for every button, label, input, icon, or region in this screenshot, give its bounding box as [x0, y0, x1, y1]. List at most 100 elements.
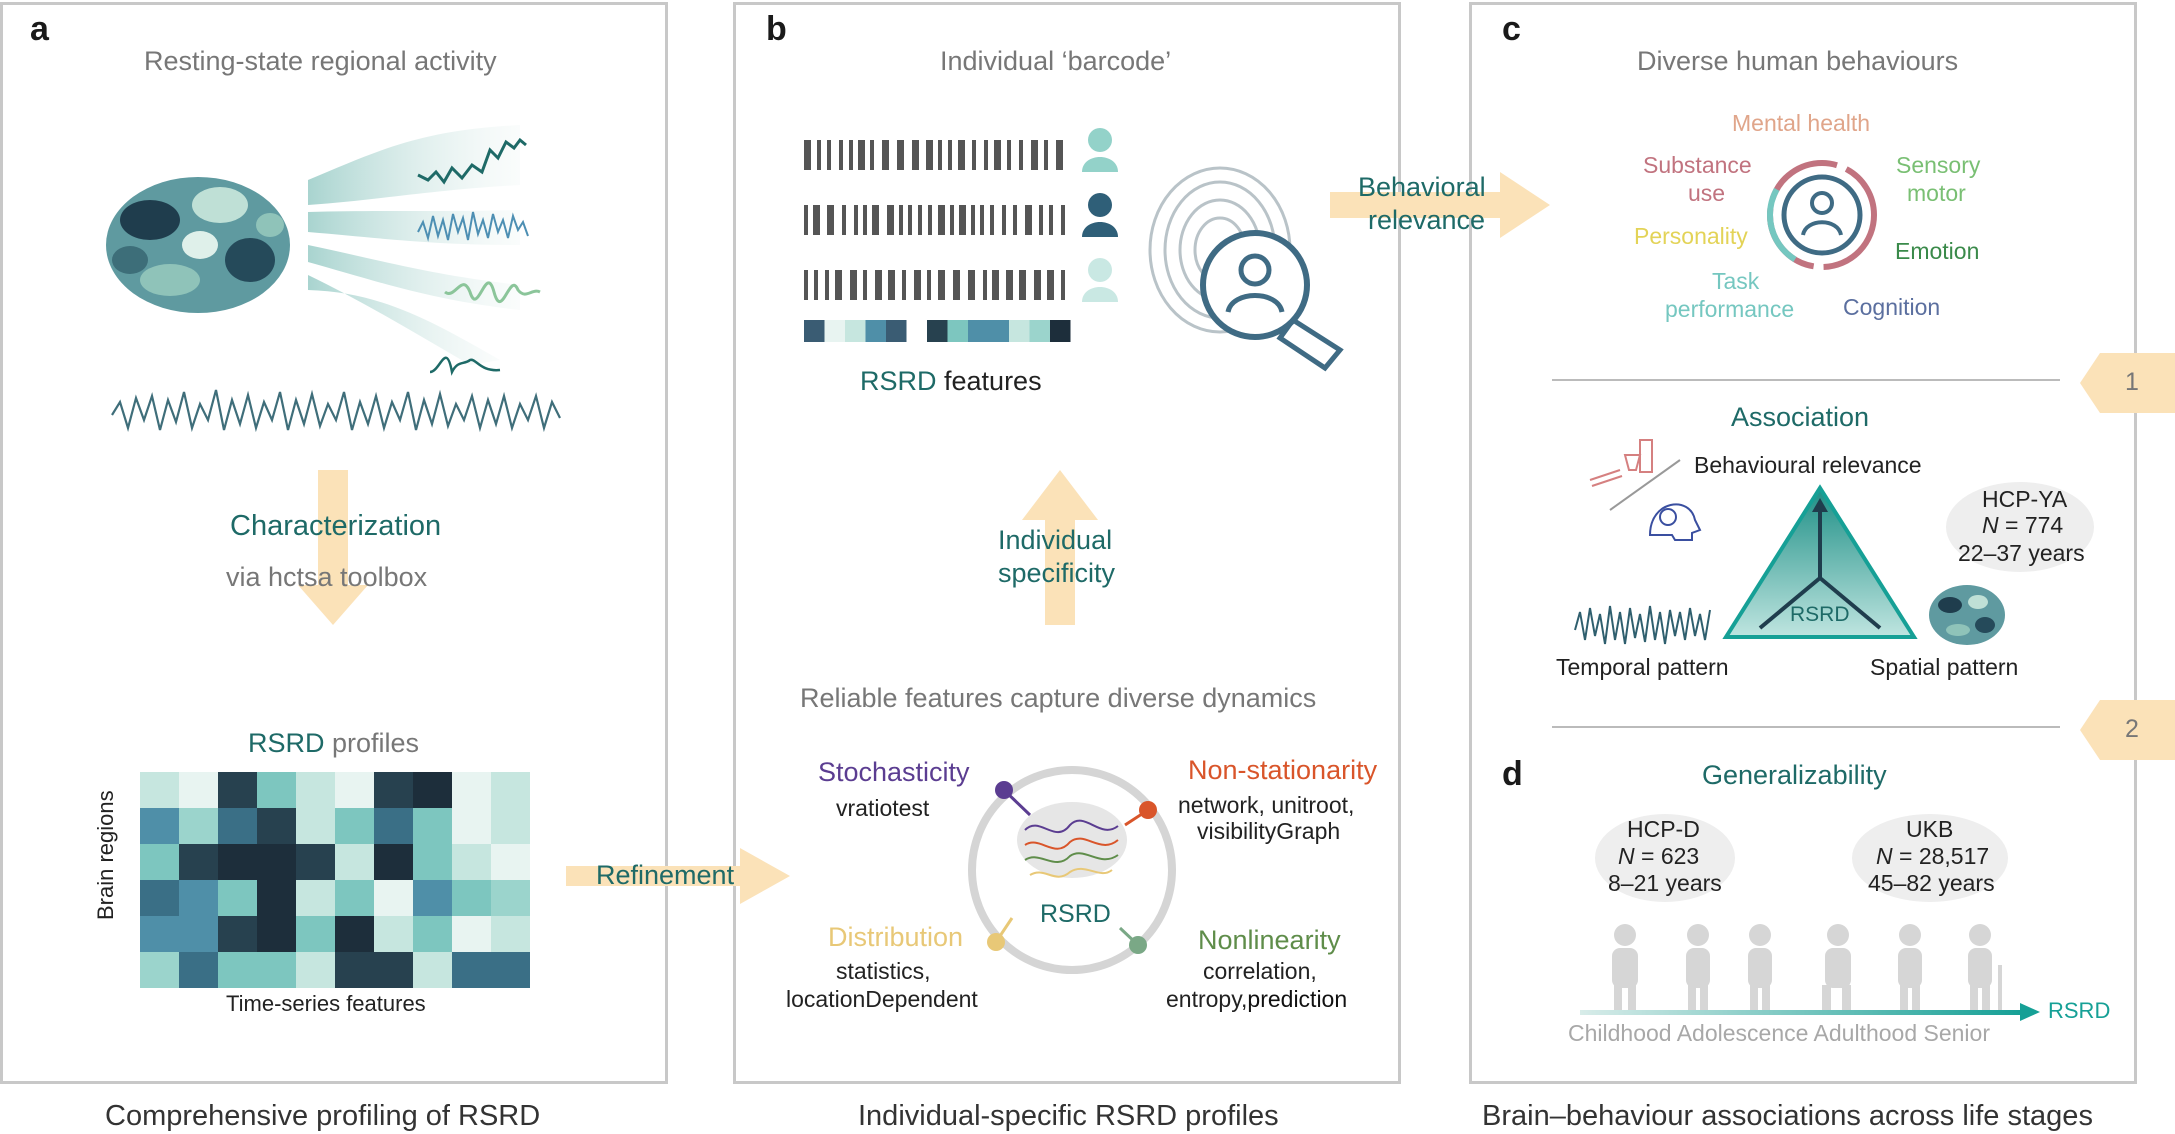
heatmap-cell	[179, 952, 218, 988]
barcode-bar	[1056, 140, 1063, 170]
barcode-bar	[804, 205, 808, 235]
association-title: Association	[1731, 402, 1870, 432]
hcpd-n: N = 623	[1618, 843, 1699, 870]
heatmap-cell	[179, 880, 218, 916]
feature-strip-cell	[968, 320, 989, 342]
barcode-bar	[872, 205, 879, 235]
task-line2: performance	[1665, 296, 1795, 322]
heatmap-cell	[218, 952, 257, 988]
heatmap-cell	[452, 916, 491, 952]
distribution-sub2: locationDependent	[786, 986, 978, 1012]
nonstationarity-sub1: network, unitroot,	[1178, 792, 1355, 818]
temporal-pattern-trace	[1574, 605, 1711, 645]
hcpya-n: N = 774	[1982, 512, 2063, 539]
characterization-label: Characterization	[230, 510, 442, 542]
barcode-bar	[912, 140, 919, 170]
heatmap-cell	[218, 772, 257, 808]
barcode-bar	[825, 270, 829, 300]
barcode-bar	[971, 205, 975, 235]
step-2-label: 2	[2125, 715, 2139, 743]
emotion-label: Emotion	[1895, 238, 1980, 264]
barcode-bar	[1025, 205, 1032, 235]
feature-strip-cell	[1009, 320, 1030, 342]
heatmap-cell	[374, 952, 413, 988]
hcpd-name: HCP-D	[1627, 816, 1700, 842]
signal-trace-3	[444, 281, 541, 303]
panel-b-label: b	[766, 10, 787, 48]
heatmap-cell	[374, 844, 413, 880]
rsrd-profiles-title: RSRD profiles	[248, 728, 419, 759]
barcode-bar	[927, 270, 931, 300]
life-arrow-rsrd-label: RSRD	[2048, 998, 2111, 1023]
barcode-bar	[958, 140, 965, 170]
heatmap-cell	[452, 880, 491, 916]
panel-b-caption: Individual-specific RSRD profiles	[858, 1100, 1279, 1132]
barcode-bar	[882, 140, 889, 170]
barcode-bar	[1002, 205, 1006, 235]
heatmap-cell	[335, 880, 374, 916]
heatmap-cell	[257, 880, 296, 916]
substance-line2: use	[1688, 180, 1726, 206]
hctsa-label: via hctsa toolbox	[226, 562, 428, 592]
barcode-bar	[863, 205, 867, 235]
barcode-bar	[814, 270, 818, 300]
ukb-n: N = 28,517	[1876, 843, 1989, 870]
down-arrow-a	[298, 470, 368, 625]
panel-c-caption: Brain–behaviour associations across life…	[1482, 1100, 2093, 1132]
barcode-bar	[835, 270, 842, 300]
hcpya-age: 22–37 years	[1958, 540, 2085, 566]
barcode-bar	[875, 270, 882, 300]
panel-a-title: Resting-state regional activity	[144, 46, 497, 76]
heatmap-cell	[257, 808, 296, 844]
barcode-bar	[1031, 140, 1038, 170]
substance-line1: Substance	[1643, 152, 1752, 178]
heatmap-cell	[296, 808, 335, 844]
barcode-bar	[980, 205, 984, 235]
heatmap-cell	[179, 844, 218, 880]
panel-d-label: d	[1502, 755, 1523, 793]
feature-strip-cell	[947, 320, 968, 342]
feature-strip-cell	[906, 320, 927, 342]
refinement-arrow	[566, 848, 790, 904]
behavioral-relevance-line1: Behavioral	[1358, 172, 1486, 202]
nonlinearity-label: Nonlinearity	[1198, 925, 1341, 955]
magnifier-icon	[1200, 230, 1344, 372]
task-line1: Task	[1712, 268, 1760, 294]
feature-strip-cell	[824, 320, 845, 342]
heatmap-cell	[452, 808, 491, 844]
heatmap-cell	[335, 844, 374, 880]
life-stage-figures	[1612, 924, 2002, 1011]
brain-signal-trace	[111, 389, 561, 433]
panel-a-label: a	[30, 10, 49, 48]
heatmap-cell	[218, 880, 257, 916]
barcode-bar	[902, 270, 906, 300]
barcode-bar	[899, 205, 903, 235]
heatmap-cell	[179, 916, 218, 952]
heatmap-cell	[296, 880, 335, 916]
barcode-bar	[870, 140, 874, 170]
stochasticity-label: Stochasticity	[818, 757, 970, 787]
ukb-bubble	[1852, 814, 2008, 902]
barcode-bar	[990, 205, 994, 235]
barcode-bar	[887, 205, 894, 235]
barcode-bar	[953, 270, 960, 300]
heatmap-cell	[491, 808, 530, 844]
nonlinearity-sub2: entropy,prediction	[1166, 986, 1347, 1013]
heatmap-cell	[140, 844, 179, 880]
heatmap-cell	[140, 880, 179, 916]
heatmap-cell	[140, 952, 179, 988]
heatmap-cell	[335, 952, 374, 988]
barcode-bar	[1061, 205, 1065, 235]
barcode-bar	[948, 140, 952, 170]
behavioural-relevance-label: Behavioural relevance	[1694, 452, 1922, 478]
distribution-label: Distribution	[828, 922, 964, 952]
individual-specificity-line1: Individual	[998, 525, 1113, 555]
barcode-bar	[968, 270, 975, 300]
person-icon-1	[1082, 128, 1118, 172]
heatmap-cell	[374, 808, 413, 844]
heatmap-cell	[491, 844, 530, 880]
heatmap-cell	[179, 808, 218, 844]
behavioral-relevance-line2: relevance	[1368, 205, 1486, 235]
up-arrow-b	[1022, 470, 1098, 625]
ukb-age: 45–82 years	[1868, 870, 1995, 896]
